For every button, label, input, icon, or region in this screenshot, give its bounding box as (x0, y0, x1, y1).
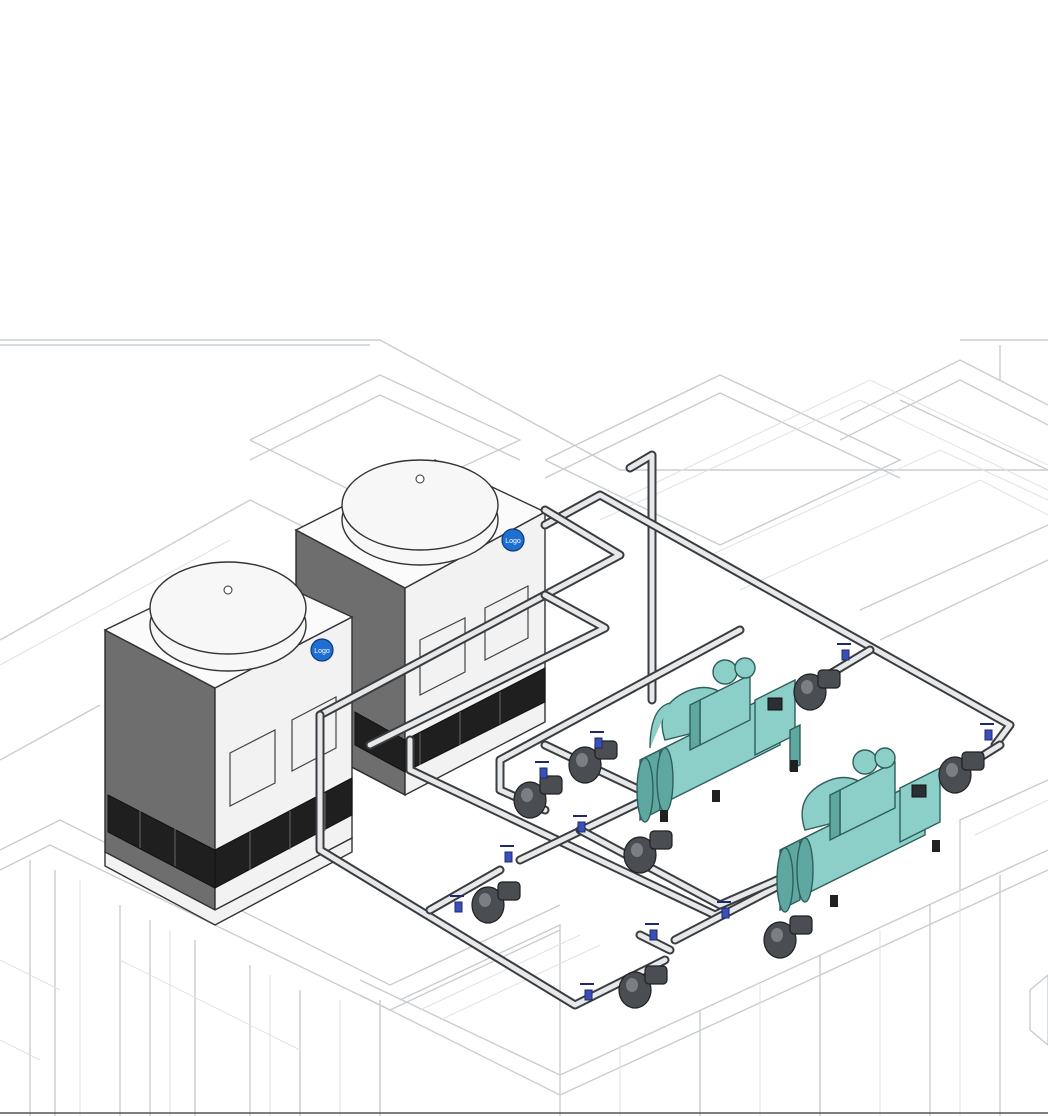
cooling-tower-icon: Logo (103, 561, 354, 926)
building-wireframe (0, 339, 1048, 1116)
pump-icon (938, 751, 985, 794)
pump-icon (513, 775, 563, 819)
pump-icon (793, 669, 841, 711)
valve-icon (717, 901, 731, 919)
tower-logo-text: Logo (505, 538, 521, 545)
valve-icon (837, 643, 851, 661)
valve-icon (535, 761, 549, 779)
valve-icon (590, 731, 604, 749)
valve-icon (573, 815, 587, 833)
valve-icon (580, 983, 594, 1001)
pump-icon (568, 740, 618, 784)
valves (450, 643, 994, 1001)
pumps (471, 669, 985, 1009)
tower-logo-text: Logo (314, 648, 330, 655)
valve-icon (500, 845, 514, 863)
pump-icon (623, 830, 673, 874)
chiller-icon (636, 657, 801, 823)
valve-icon (980, 723, 994, 741)
pump-icon (763, 915, 813, 959)
pump-icon (471, 881, 521, 924)
cooling-tower-icon: Logo (294, 459, 547, 797)
valve-icon (450, 895, 464, 913)
valve-icon (645, 923, 659, 941)
pump-icon (618, 965, 668, 1009)
chiller-icon (776, 747, 941, 913)
